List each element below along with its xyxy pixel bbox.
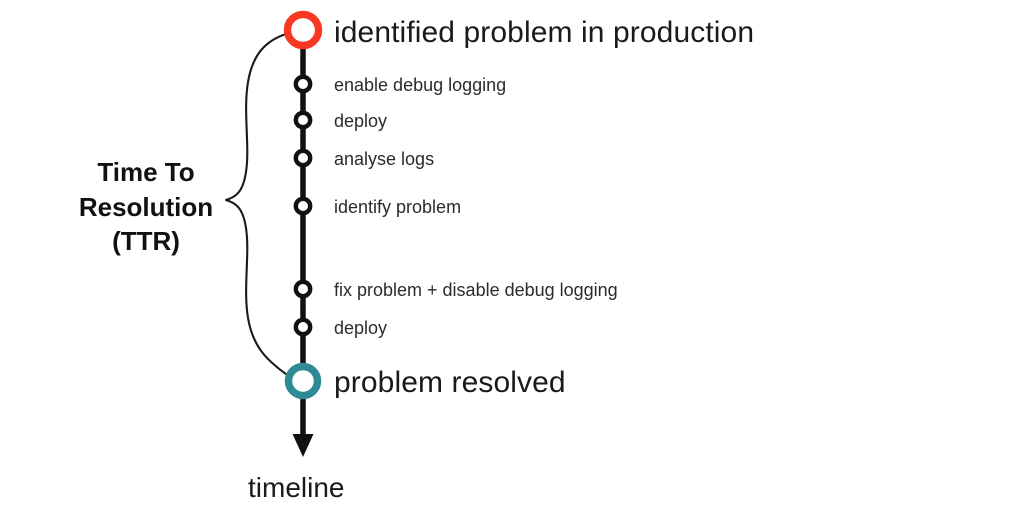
- marker-ring-icon: [293, 110, 313, 130]
- event-analyse-logs[interactable]: analyse logs: [293, 148, 434, 169]
- marker-ring-icon: [293, 148, 313, 168]
- end-marker-ring-icon: [284, 362, 322, 400]
- event-label: fix problem + disable debug logging: [334, 280, 618, 300]
- event-label: analyse logs: [334, 149, 434, 169]
- ttr-brace-group: [224, 30, 295, 381]
- event-label: deploy: [334, 318, 387, 338]
- marker-ring-icon: [293, 74, 313, 94]
- event-enable-debug-logging[interactable]: enable debug logging: [293, 74, 506, 95]
- event-label: enable debug logging: [334, 75, 506, 95]
- event-fix-problem[interactable]: fix problem + disable debug logging: [293, 279, 618, 300]
- ttr-brace-label: Time To Resolution (TTR): [79, 157, 213, 256]
- event-identify-problem[interactable]: identify problem: [293, 196, 461, 217]
- start-marker-ring-icon: [283, 10, 323, 50]
- event-label: identify problem: [334, 197, 461, 217]
- ttr-label-line-3: (TTR): [112, 226, 180, 256]
- marker-ring-icon: [293, 196, 313, 216]
- timeline-arrowhead-icon: [292, 434, 314, 457]
- marker-ring-icon: [293, 317, 313, 337]
- event-start-label: identified problem in production: [334, 16, 754, 49]
- event-end[interactable]: problem resolved: [284, 362, 566, 400]
- event-end-label: problem resolved: [334, 366, 566, 399]
- timeline-axis-label: timeline: [248, 472, 344, 503]
- ttr-label-line-2: Resolution: [79, 192, 213, 222]
- marker-ring-icon: [293, 279, 313, 299]
- event-label: deploy: [334, 111, 387, 131]
- event-deploy-2[interactable]: deploy: [293, 317, 387, 338]
- event-deploy-1[interactable]: deploy: [293, 110, 387, 131]
- ttr-label-line-1: Time To: [97, 157, 194, 187]
- event-start[interactable]: identified problem in production: [283, 10, 755, 50]
- start-marker-center: [291, 18, 315, 42]
- brace-icon: [224, 30, 295, 381]
